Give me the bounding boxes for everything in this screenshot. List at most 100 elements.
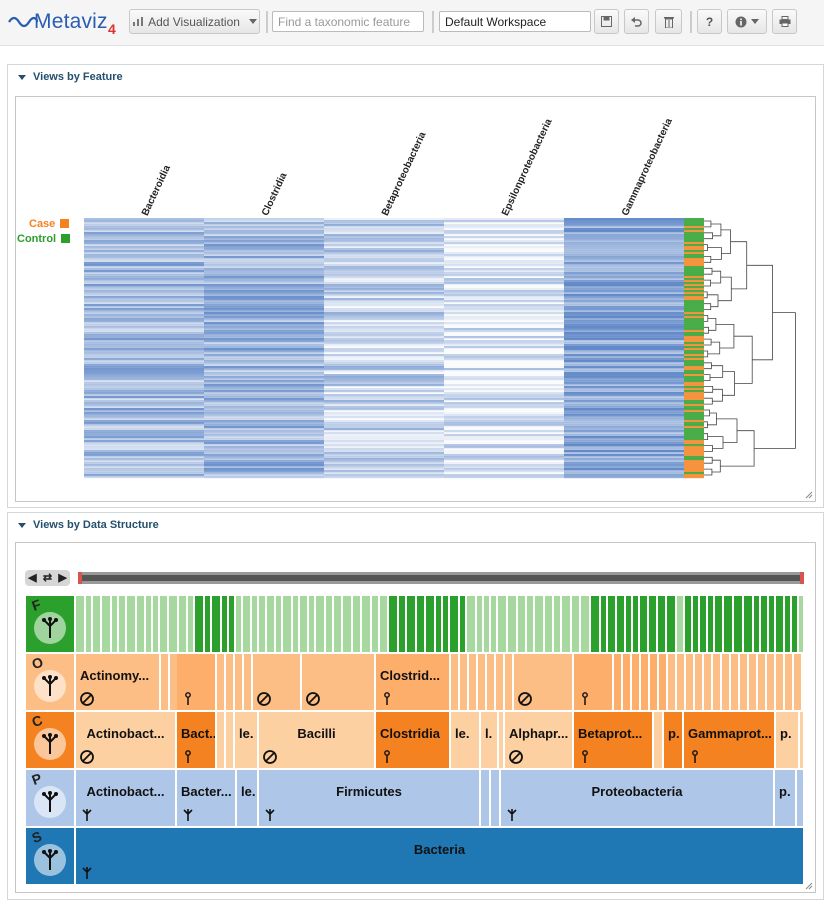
taxon-node[interactable]: [767, 654, 774, 710]
feature-leaf[interactable]: [799, 596, 803, 652]
no-children-icon[interactable]: [306, 692, 320, 706]
heatmap-column-bacteroidia[interactable]: [84, 218, 204, 479]
taxon-node[interactable]: [731, 654, 738, 710]
no-children-icon[interactable]: [257, 692, 271, 706]
info-menu-button[interactable]: [727, 9, 767, 34]
leaf-node-icon[interactable]: [181, 692, 195, 706]
taxon-node[interactable]: l.: [481, 712, 497, 768]
range-slider[interactable]: [78, 572, 804, 584]
no-children-icon[interactable]: [80, 750, 94, 764]
taxon-node[interactable]: Proteobacteria: [501, 770, 773, 826]
taxon-node[interactable]: [491, 770, 499, 826]
leaf-node-icon[interactable]: [578, 750, 592, 764]
feature-leaf[interactable]: [467, 596, 475, 652]
feature-leaf[interactable]: [436, 596, 441, 652]
workspace-name-input[interactable]: [439, 11, 591, 32]
feature-leaf[interactable]: [372, 596, 378, 652]
taxon-node[interactable]: p.: [664, 712, 682, 768]
feature-leaf[interactable]: [243, 596, 250, 652]
taxon-node[interactable]: [614, 654, 621, 710]
taxon-node[interactable]: [217, 712, 224, 768]
taxon-node[interactable]: [668, 654, 675, 710]
feature-leaf[interactable]: [426, 596, 434, 652]
resize-handle-icon[interactable]: [805, 491, 813, 499]
taxon-node[interactable]: [487, 654, 494, 710]
taxon-node[interactable]: [695, 654, 702, 710]
taxon-node[interactable]: Gammaprot...: [684, 712, 774, 768]
taxon-node[interactable]: [505, 654, 512, 710]
taxon-node[interactable]: [713, 654, 720, 710]
feature-leaf[interactable]: [608, 596, 615, 652]
expand-node-icon[interactable]: [505, 808, 519, 822]
feature-leaf[interactable]: [380, 596, 387, 652]
views-by-data-structure-header[interactable]: Views by Data Structure: [8, 513, 823, 537]
taxon-node[interactable]: Bacteria: [76, 828, 803, 884]
taxon-node[interactable]: Alphapr...: [505, 712, 572, 768]
feature-leaf[interactable]: [443, 596, 448, 652]
feature-leaf[interactable]: [222, 596, 227, 652]
feature-leaf[interactable]: [334, 596, 341, 652]
feature-leaf[interactable]: [229, 596, 234, 652]
feature-leaf[interactable]: [708, 596, 713, 652]
feature-leaf[interactable]: [734, 596, 742, 652]
feature-leaf[interactable]: [626, 596, 631, 652]
expand-node-icon[interactable]: [181, 808, 195, 822]
taxon-node[interactable]: [740, 654, 747, 710]
taxon-node[interactable]: [722, 654, 729, 710]
views-by-feature-header[interactable]: Views by Feature: [8, 65, 823, 89]
delete-workspace-button[interactable]: [655, 9, 682, 34]
level-header-p[interactable]: P: [26, 770, 74, 826]
feature-leaf[interactable]: [353, 596, 360, 652]
feature-leaf[interactable]: [572, 596, 579, 652]
feature-leaf[interactable]: [252, 596, 257, 652]
feature-leaf[interactable]: [276, 596, 281, 652]
feature-leaf[interactable]: [776, 596, 783, 652]
feature-leaf[interactable]: [562, 596, 570, 652]
taxon-node[interactable]: [650, 654, 657, 710]
taxon-node[interactable]: [677, 654, 684, 710]
feature-leaf[interactable]: [508, 596, 516, 652]
taxon-node[interactable]: Bact...: [177, 712, 215, 768]
add-visualization-button[interactable]: Add Visualization: [129, 9, 260, 34]
expand-node-icon[interactable]: [80, 866, 94, 880]
taxon-node[interactable]: Bacilli: [259, 712, 374, 768]
taxon-node[interactable]: Actinobact...: [76, 712, 175, 768]
taxon-node[interactable]: [451, 654, 458, 710]
feature-leaf[interactable]: [677, 596, 683, 652]
taxon-node[interactable]: [226, 712, 233, 768]
feature-leaf[interactable]: [127, 596, 135, 652]
feature-leaf[interactable]: [179, 596, 186, 652]
feature-leaf[interactable]: [715, 596, 722, 652]
feature-leaf[interactable]: [119, 596, 125, 652]
feature-leaf[interactable]: [554, 596, 560, 652]
taxon-node[interactable]: [469, 654, 476, 710]
feature-leaf[interactable]: [300, 596, 307, 652]
range-slider-left-handle[interactable]: [78, 572, 82, 584]
feature-leaf[interactable]: [769, 596, 774, 652]
heatmap-column-epsilonproteobacteria[interactable]: [444, 218, 564, 479]
feature-leaf[interactable]: [76, 596, 84, 652]
taxon-node[interactable]: [478, 654, 485, 710]
feature-leaf[interactable]: [86, 596, 91, 652]
feature-leaf[interactable]: [617, 596, 624, 652]
feature-leaf[interactable]: [362, 596, 370, 652]
taxon-node[interactable]: Actinobact...: [76, 770, 175, 826]
leaf-node-icon[interactable]: [380, 692, 394, 706]
level-header-f[interactable]: F: [26, 596, 74, 652]
no-children-icon[interactable]: [263, 750, 277, 764]
feature-leaf[interactable]: [146, 596, 151, 652]
taxon-node[interactable]: [253, 654, 300, 710]
taxon-node[interactable]: Bacter...: [177, 770, 235, 826]
feature-leaf[interactable]: [527, 596, 533, 652]
taxon-node[interactable]: [460, 654, 467, 710]
taxon-node[interactable]: le.: [451, 712, 479, 768]
feature-leaf[interactable]: [581, 596, 589, 652]
feature-leaf[interactable]: [667, 596, 675, 652]
taxon-node[interactable]: le.: [235, 712, 257, 768]
taxon-node[interactable]: [170, 654, 177, 710]
leaf-node-icon[interactable]: [688, 750, 702, 764]
feature-leaf[interactable]: [498, 596, 506, 652]
feature-leaf[interactable]: [545, 596, 552, 652]
feature-leaf[interactable]: [195, 596, 203, 652]
feature-leaf[interactable]: [785, 596, 790, 652]
